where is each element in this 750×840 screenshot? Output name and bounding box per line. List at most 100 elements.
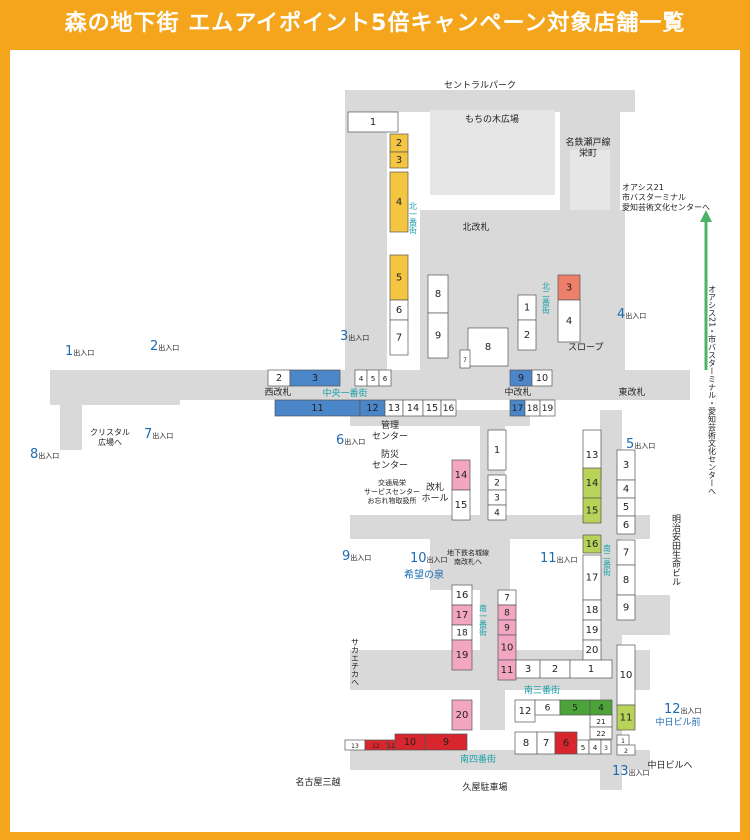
store-t21[interactable]: 21 [589, 714, 613, 728]
exit-5-label[interactable]: 5出入口 [626, 437, 655, 452]
exit-8-label[interactable]: 8出入口 [30, 447, 59, 462]
store-s7[interactable]: 7 [497, 589, 517, 606]
store-s1[interactable]: 1 [569, 659, 613, 679]
store-w5[interactable]: 5 [366, 369, 380, 387]
exit-1-label[interactable]: 1出入口 [65, 344, 94, 359]
store-e15[interactable]: 15 [582, 497, 602, 524]
store-m9[interactable]: 9 [509, 369, 533, 387]
store-e17[interactable]: 17 [582, 554, 602, 601]
store-w2[interactable]: 2 [267, 369, 291, 387]
exit-13-label[interactable]: 13出入口 [612, 764, 650, 779]
store-b13[interactable]: 13 [344, 739, 366, 751]
store-k4[interactable]: 4 [557, 299, 581, 343]
store-t4[interactable]: 4 [589, 699, 613, 716]
store-m19[interactable]: 19 [539, 399, 556, 417]
store-m10[interactable]: 10 [531, 369, 553, 387]
store-w3[interactable]: 3 [289, 369, 341, 387]
store-e19[interactable]: 19 [582, 619, 602, 641]
store-b11[interactable]: 11 [386, 739, 396, 751]
store-box [487, 429, 507, 471]
store-n6[interactable]: 6 [389, 299, 409, 321]
store-b9[interactable]: 9 [424, 733, 468, 751]
store-k9[interactable]: 9 [427, 312, 449, 359]
store-t5[interactable]: 5 [559, 699, 591, 716]
store-w13[interactable]: 13 [384, 399, 404, 417]
store-c1[interactable]: 1 [487, 429, 507, 471]
store-e4[interactable]: 4 [616, 479, 636, 499]
store-e14[interactable]: 14 [582, 467, 602, 499]
store-e16[interactable]: 16 [582, 534, 602, 554]
store-s3[interactable]: 3 [515, 659, 541, 679]
store-w15[interactable]: 15 [422, 399, 442, 417]
store-s18[interactable]: 18 [451, 624, 473, 641]
store-r2[interactable]: 2 [616, 744, 636, 756]
store-e6[interactable]: 6 [616, 515, 636, 535]
store-e13[interactable]: 13 [582, 429, 602, 481]
store-r1[interactable]: 1 [616, 734, 630, 746]
exit-10-label[interactable]: 10出入口 [410, 551, 448, 566]
store-t5b[interactable]: 5 [576, 739, 590, 755]
store-r10[interactable]: 10 [616, 644, 636, 706]
store-s17[interactable]: 17 [451, 604, 473, 626]
store-t7[interactable]: 7 [536, 731, 556, 755]
store-t6[interactable]: 6 [534, 699, 561, 716]
store-e7[interactable]: 7 [616, 539, 636, 566]
store-e9[interactable]: 9 [616, 594, 636, 621]
store-w12[interactable]: 12 [359, 399, 386, 417]
store-k2[interactable]: 2 [517, 319, 537, 351]
store-n1[interactable]: 1 [347, 111, 399, 133]
store-s19[interactable]: 19 [451, 639, 473, 671]
store-n3[interactable]: 3 [389, 151, 409, 169]
store-e8[interactable]: 8 [616, 564, 636, 596]
store-c15[interactable]: 15 [451, 489, 471, 521]
store-k3[interactable]: 3 [557, 274, 581, 301]
store-t8[interactable]: 8 [514, 731, 538, 755]
store-t3b[interactable]: 3 [600, 739, 612, 755]
store-m18[interactable]: 18 [524, 399, 541, 417]
store-b8[interactable]: 8 [467, 327, 509, 367]
store-t4b[interactable]: 4 [588, 739, 602, 755]
exit-12-label[interactable]: 12出入口 [664, 702, 702, 717]
store-s20[interactable]: 20 [451, 699, 473, 731]
store-m17[interactable]: 17 [509, 399, 526, 417]
exit-7-label[interactable]: 7出入口 [144, 427, 173, 442]
store-w11[interactable]: 11 [274, 399, 361, 417]
store-k1[interactable]: 1 [517, 294, 537, 321]
exit-3-label[interactable]: 3出入口 [340, 329, 369, 344]
store-r11[interactable]: 11 [616, 704, 636, 731]
store-k8[interactable]: 8 [427, 274, 449, 314]
store-w16[interactable]: 16 [440, 399, 457, 417]
store-b12[interactable]: 12 [364, 739, 388, 751]
store-e20[interactable]: 20 [582, 639, 602, 661]
store-s8[interactable]: 8 [497, 604, 517, 621]
store-e5[interactable]: 5 [616, 497, 636, 517]
exit-11-label[interactable]: 11出入口 [540, 551, 578, 566]
store-n2[interactable]: 2 [389, 133, 409, 153]
store-t22[interactable]: 22 [589, 726, 613, 740]
store-w4[interactable]: 4 [354, 369, 368, 387]
store-n4[interactable]: 4 [389, 171, 409, 233]
store-s2[interactable]: 2 [539, 659, 571, 679]
store-t12[interactable]: 12 [514, 699, 536, 723]
store-c4[interactable]: 4 [487, 504, 507, 521]
store-b7[interactable]: 7 [459, 349, 471, 369]
store-t6b[interactable]: 6 [554, 731, 578, 755]
store-c14[interactable]: 14 [451, 459, 471, 491]
store-w14[interactable]: 14 [402, 399, 424, 417]
store-n5[interactable]: 5 [389, 254, 409, 301]
store-e18[interactable]: 18 [582, 599, 602, 621]
exit-4-label[interactable]: 4出入口 [617, 307, 646, 322]
exit-9-label[interactable]: 9出入口 [342, 549, 371, 564]
store-n7[interactable]: 7 [389, 319, 409, 356]
store-s10[interactable]: 10 [497, 634, 517, 661]
exit-6-label[interactable]: 6出入口 [336, 433, 365, 448]
store-s16[interactable]: 16 [451, 584, 473, 606]
store-s11[interactable]: 11 [497, 659, 517, 681]
store-w6[interactable]: 6 [378, 369, 392, 387]
store-c3[interactable]: 3 [487, 489, 507, 506]
store-c2[interactable]: 2 [487, 474, 507, 491]
store-s9[interactable]: 9 [497, 619, 517, 636]
exit-2-label[interactable]: 2出入口 [150, 339, 179, 354]
store-e3[interactable]: 3 [616, 449, 636, 481]
store-b10[interactable]: 10 [394, 733, 426, 751]
